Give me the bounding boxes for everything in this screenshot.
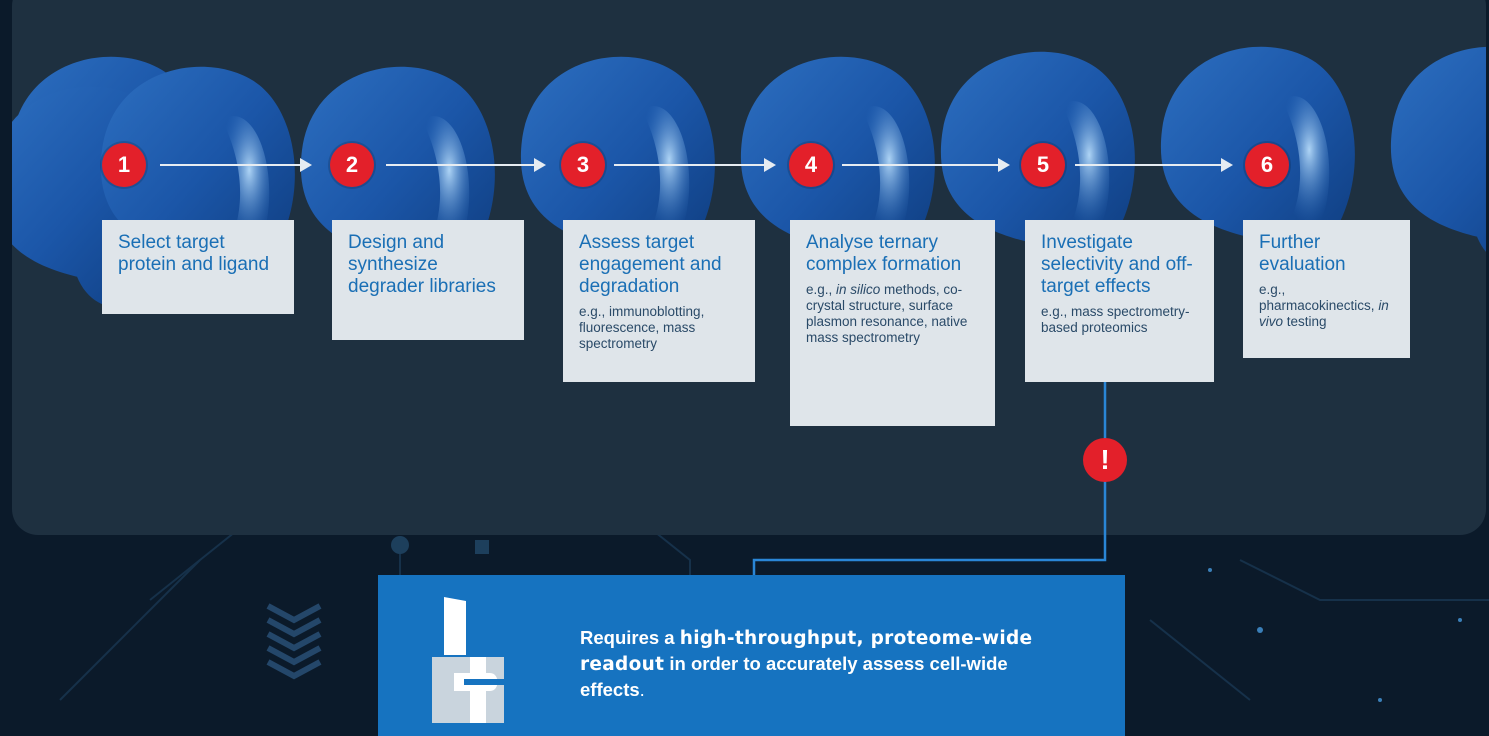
step-badge-1: 1 <box>102 143 146 187</box>
step-title: Select target protein and ligand <box>118 232 270 275</box>
step-box-5: Investigate selectivity and off-target e… <box>1025 220 1214 382</box>
step-title: Assess target engagement and degradation <box>579 232 722 297</box>
step-title: Investigate selectivity and off-target e… <box>1041 232 1193 297</box>
step-badge-2: 2 <box>330 143 374 187</box>
step-title: Analyse ternary complex formation <box>806 232 962 275</box>
step-detail: e.g., pharmacokinectics, in vivo testing <box>1259 282 1389 329</box>
step-box-1: Select target protein and ligand <box>102 220 294 314</box>
step-badge-3: 3 <box>561 143 605 187</box>
mass-spectrometer-icon <box>432 597 504 723</box>
flow-arrow <box>386 158 546 172</box>
step-title: Design and synthesize degrader libraries <box>348 232 496 297</box>
step-box-4: Analyse ternary complex formation e.g., … <box>790 220 995 426</box>
step-title: Further evaluation <box>1259 232 1346 275</box>
flow-arrow <box>614 158 776 172</box>
callout-text: Requires a high-throughput, proteome-wid… <box>580 627 1033 700</box>
chevron-down-icon <box>266 603 322 680</box>
step-box-2: Design and synthesize degrader libraries <box>332 220 524 340</box>
step-badge-5: 5 <box>1021 143 1065 187</box>
flow-arrow <box>160 158 312 172</box>
step-box-6: Further evaluation e.g., pharmacokinecti… <box>1243 220 1410 358</box>
readout-callout: Requires a high-throughput, proteome-wid… <box>378 575 1125 736</box>
flow-arrow <box>1075 158 1233 172</box>
step-detail: e.g., mass spectrometry-based proteomics <box>1041 304 1190 335</box>
step-box-3: Assess target engagement and degradation… <box>563 220 755 382</box>
flow-arrow <box>842 158 1010 172</box>
step-badge-4: 4 <box>789 143 833 187</box>
step-detail: e.g., immunoblotting, fluorescence, mass… <box>579 304 705 351</box>
alert-icon: ! <box>1083 438 1127 482</box>
step-detail: e.g., in silico methods, co-crystal stru… <box>806 282 968 345</box>
step-badge-6: 6 <box>1245 143 1289 187</box>
